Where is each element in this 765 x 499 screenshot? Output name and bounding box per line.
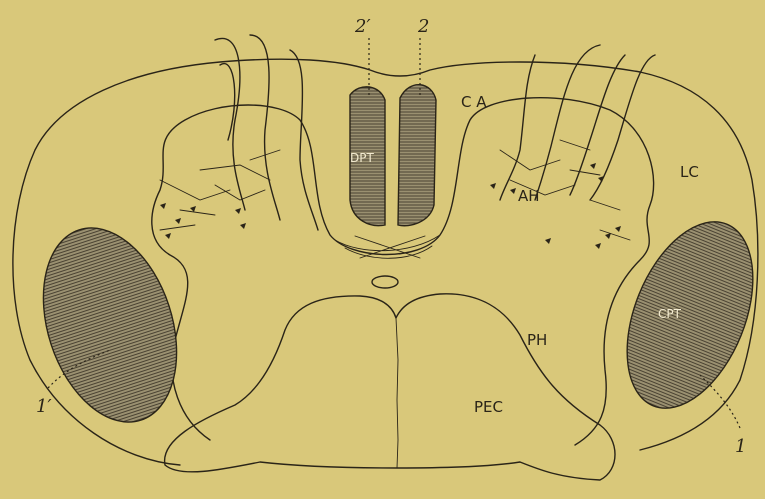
- label-ph: PH: [527, 331, 547, 349]
- label-ca: C A: [461, 93, 487, 111]
- label-lc: LC: [680, 163, 699, 181]
- label-pec: PEC: [474, 398, 503, 416]
- arrow-terminations: [160, 163, 621, 249]
- median-fissure: [396, 318, 398, 468]
- label-ref-1prime: 1′: [36, 396, 52, 417]
- label-ref-2prime: 2′: [354, 16, 371, 37]
- label-ah: AH: [518, 187, 540, 205]
- right-posterior-roots: [500, 45, 655, 200]
- left-fibre-branchings: [160, 150, 280, 230]
- label-cpt: CPT: [658, 307, 682, 321]
- right-lateral-pyramidal-tract: [602, 204, 765, 427]
- label-ref-2: 2: [417, 16, 429, 37]
- dpt-right-column: [398, 85, 436, 226]
- ventral-region-outline: [165, 294, 615, 480]
- label-dpt: DPT: [350, 151, 374, 165]
- central-canal: [372, 276, 398, 288]
- label-ref-1: 1: [735, 436, 746, 457]
- left-posterior-roots: [215, 35, 318, 230]
